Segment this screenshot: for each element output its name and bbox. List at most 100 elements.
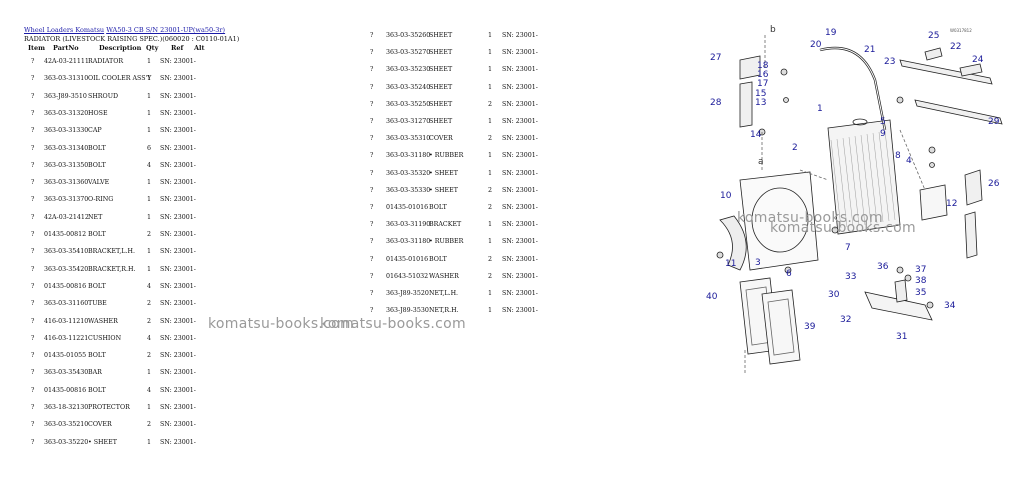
svg-text:17: 17 xyxy=(757,79,768,89)
svg-text:34: 34 xyxy=(944,301,956,311)
item-cell: ? xyxy=(370,49,374,57)
description-cell: BOLT xyxy=(88,282,106,290)
partno-cell: 363-03-35210 xyxy=(44,421,89,429)
qty-cell: 1 xyxy=(488,238,493,246)
svg-text:10: 10 xyxy=(720,191,732,201)
col-item: Item xyxy=(28,44,46,52)
item-cell: ? xyxy=(31,144,35,152)
qty-cell: 1 xyxy=(488,32,493,39)
sn-cell: SN: 23001- xyxy=(160,386,196,394)
partno-cell: 363-18-32130 xyxy=(44,404,89,411)
sn-cell: SN: 23001- xyxy=(502,255,538,263)
item-cell: ? xyxy=(370,307,374,315)
partno-cell: 363-03-31370 xyxy=(44,196,89,204)
sn-cell: SN: 23001- xyxy=(160,282,196,290)
qty-cell: 1 xyxy=(147,404,152,411)
qty-cell: 2 xyxy=(147,352,152,360)
breadcrumb-link-model[interactable]: WA50-3 CB S/N 23001-UP(wa50-3r) xyxy=(106,26,226,34)
description-cell: • RUBBER xyxy=(429,238,464,246)
partno-cell: 01435-00816 xyxy=(44,282,87,290)
sn-cell: SN: 23001- xyxy=(502,32,538,39)
description-cell: WASHER xyxy=(429,272,459,280)
sn-cell: SN: 23001- xyxy=(502,83,538,91)
item-cell: ? xyxy=(31,231,35,238)
partno-cell: 01435-01016 xyxy=(386,255,429,263)
sn-cell: SN: 23001- xyxy=(160,196,196,204)
svg-text:2: 2 xyxy=(792,143,798,153)
watermark: komatsu-books.com xyxy=(770,220,916,236)
qty-cell: 4 xyxy=(147,282,152,290)
description-cell: BOLT xyxy=(88,352,106,360)
sn-cell: SN: 23001- xyxy=(160,75,196,83)
partno-cell: 363-03-31330 xyxy=(44,127,89,135)
description-cell: SHEET xyxy=(429,66,453,74)
description-cell: • SHEET xyxy=(429,186,458,194)
sn-cell: SN: 23001- xyxy=(160,127,196,135)
item-cell: ? xyxy=(31,179,35,187)
item-cell: ? xyxy=(31,404,35,411)
description-cell: NET xyxy=(88,213,103,221)
partno-cell: 363-03-35420 xyxy=(44,265,89,273)
item-cell: ? xyxy=(31,161,35,169)
sn-cell: SN: 23001- xyxy=(502,169,538,177)
qty-cell: 1 xyxy=(147,75,152,83)
item-cell: ? xyxy=(31,92,35,100)
sn-cell: SN: 23001- xyxy=(502,272,538,280)
sn-cell: SN: 23001- xyxy=(502,135,538,143)
qty-cell: 1 xyxy=(147,58,152,65)
qty-cell: 1 xyxy=(147,369,152,377)
partno-cell: 363-J89-3510 xyxy=(44,92,87,100)
sn-cell: SN: 23001- xyxy=(160,213,196,221)
sn-cell: SN: 23001- xyxy=(502,49,538,57)
description-cell: SHEET xyxy=(429,32,453,39)
qty-cell: 1 xyxy=(147,109,152,117)
svg-text:40: 40 xyxy=(706,292,718,302)
sn-cell: SN: 23001- xyxy=(160,248,196,256)
description-cell: VALVE xyxy=(88,179,110,187)
item-cell: ? xyxy=(370,238,374,246)
description-cell: BAR xyxy=(88,369,102,377)
item-cell: ? xyxy=(31,75,35,83)
sn-cell: SN: 23001- xyxy=(160,92,196,100)
qty-cell: 1 xyxy=(488,66,493,74)
partno-cell: 363-03-35270 xyxy=(386,49,431,57)
partno-cell: 363-J89-3520 xyxy=(386,290,429,297)
description-cell: BOLT xyxy=(429,204,447,211)
description-cell: NET,R.H. xyxy=(429,307,459,315)
item-cell: ? xyxy=(31,196,35,204)
sn-cell: SN: 23001- xyxy=(502,238,538,246)
sn-cell: SN: 23001- xyxy=(502,221,538,229)
item-cell: ? xyxy=(31,58,35,65)
watermark: komatsu-books.com xyxy=(208,316,354,332)
qty-cell: 1 xyxy=(147,265,152,273)
description-cell: SHEET xyxy=(429,49,453,57)
qty-cell: 2 xyxy=(147,231,152,238)
breadcrumb-link-wheel-loaders[interactable]: Wheel Loaders Komatsu xyxy=(24,26,105,34)
item-cell: ? xyxy=(31,300,35,308)
sn-cell: SN: 23001- xyxy=(160,404,196,411)
sn-cell: SN: 23001- xyxy=(160,334,196,342)
qty-cell: 1 xyxy=(488,169,493,177)
sn-cell: SN: 23001- xyxy=(160,161,196,169)
description-cell: BOLT xyxy=(88,231,106,238)
sn-cell: SN: 23001- xyxy=(160,58,196,65)
sn-cell: SN: 23001- xyxy=(160,438,196,446)
diagram-code: W0317812 xyxy=(950,28,972,33)
description-cell: • SHEET xyxy=(88,438,117,446)
description-cell: BOLT xyxy=(88,161,106,169)
sn-cell: SN: 23001- xyxy=(502,66,538,74)
svg-text:3: 3 xyxy=(755,258,761,268)
sn-cell: SN: 23001- xyxy=(160,369,196,377)
partno-cell: 363-03-35430 xyxy=(44,369,89,377)
svg-text:9: 9 xyxy=(880,129,886,139)
qty-cell: 1 xyxy=(147,127,152,135)
description-cell: HOSE xyxy=(88,109,108,117)
partno-cell: 42A-03-21412 xyxy=(44,213,89,221)
col-description: Description xyxy=(99,44,142,52)
qty-cell: 2 xyxy=(147,317,152,325)
partno-cell: 363-03-35260 xyxy=(386,32,431,39)
qty-cell: 2 xyxy=(488,255,493,263)
col-alt: Alt xyxy=(194,44,205,52)
partno-cell: 01643-51032 xyxy=(386,272,429,280)
qty-cell: 1 xyxy=(147,196,152,204)
